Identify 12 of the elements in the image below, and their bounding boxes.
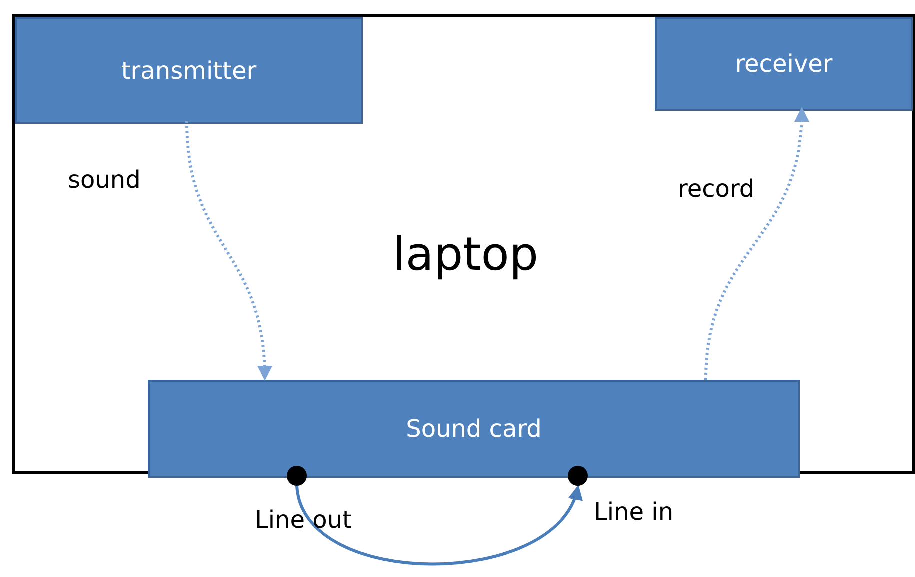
port-label: Line out (255, 506, 352, 534)
device-label: laptop (393, 227, 539, 281)
arrow (186, 120, 272, 381)
edge-label: sound (68, 166, 141, 194)
arrow (296, 485, 580, 566)
process-box: transmitter (15, 17, 363, 124)
connector-dot (287, 466, 307, 486)
port-label: Line in (594, 498, 674, 526)
edge-label: record (678, 175, 755, 203)
arrow (704, 107, 809, 380)
connector-dot (568, 466, 588, 486)
process-box: receiver (655, 17, 913, 111)
